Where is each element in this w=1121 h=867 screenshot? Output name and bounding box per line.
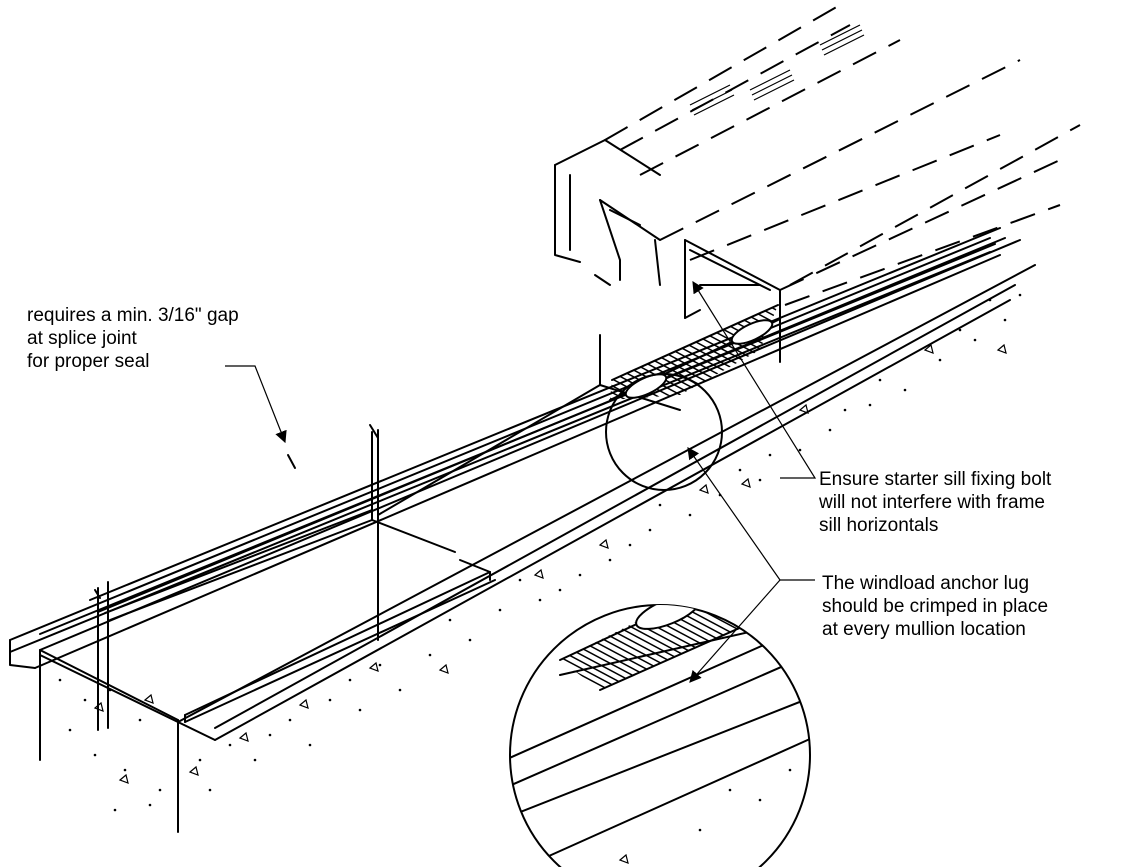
- note-line: at splice joint: [27, 328, 137, 349]
- enlarged-detail: [509, 604, 811, 867]
- note-line: The windload anchor lug: [822, 573, 1030, 594]
- note-fixing-bolt: Ensure starter sill fixing bolt will not…: [819, 468, 1051, 537]
- note-splice-gap: requires a min. 3/16" gap at splice join…: [27, 304, 239, 373]
- note-line: will not interfere with frame: [819, 492, 1045, 513]
- leader-lines: [225, 280, 817, 683]
- concrete-slab: [39, 239, 1036, 833]
- note-line: should be crimped in place: [822, 596, 1049, 617]
- concrete-aggregate: [93, 343, 1007, 784]
- note-line: for proper seal: [27, 351, 150, 372]
- glass-hatch: [689, 24, 865, 116]
- note-line: requires a min. 3/16" gap: [27, 305, 239, 326]
- note-anchor-lug: The windload anchor lug should be crimpe…: [822, 572, 1048, 641]
- starter-sill-extrusion: [9, 227, 1016, 741]
- frame-mullion: [554, 4, 1081, 363]
- note-line: Ensure starter sill fixing bolt: [819, 469, 1052, 490]
- detail-callout-circle: [605, 373, 723, 491]
- slot-hole: [730, 319, 774, 345]
- note-line: at every mullion location: [822, 619, 1026, 640]
- concrete-stipple: [58, 293, 1022, 812]
- note-line: sill horizontals: [819, 515, 939, 536]
- windload-anchor-lug: [609, 304, 779, 401]
